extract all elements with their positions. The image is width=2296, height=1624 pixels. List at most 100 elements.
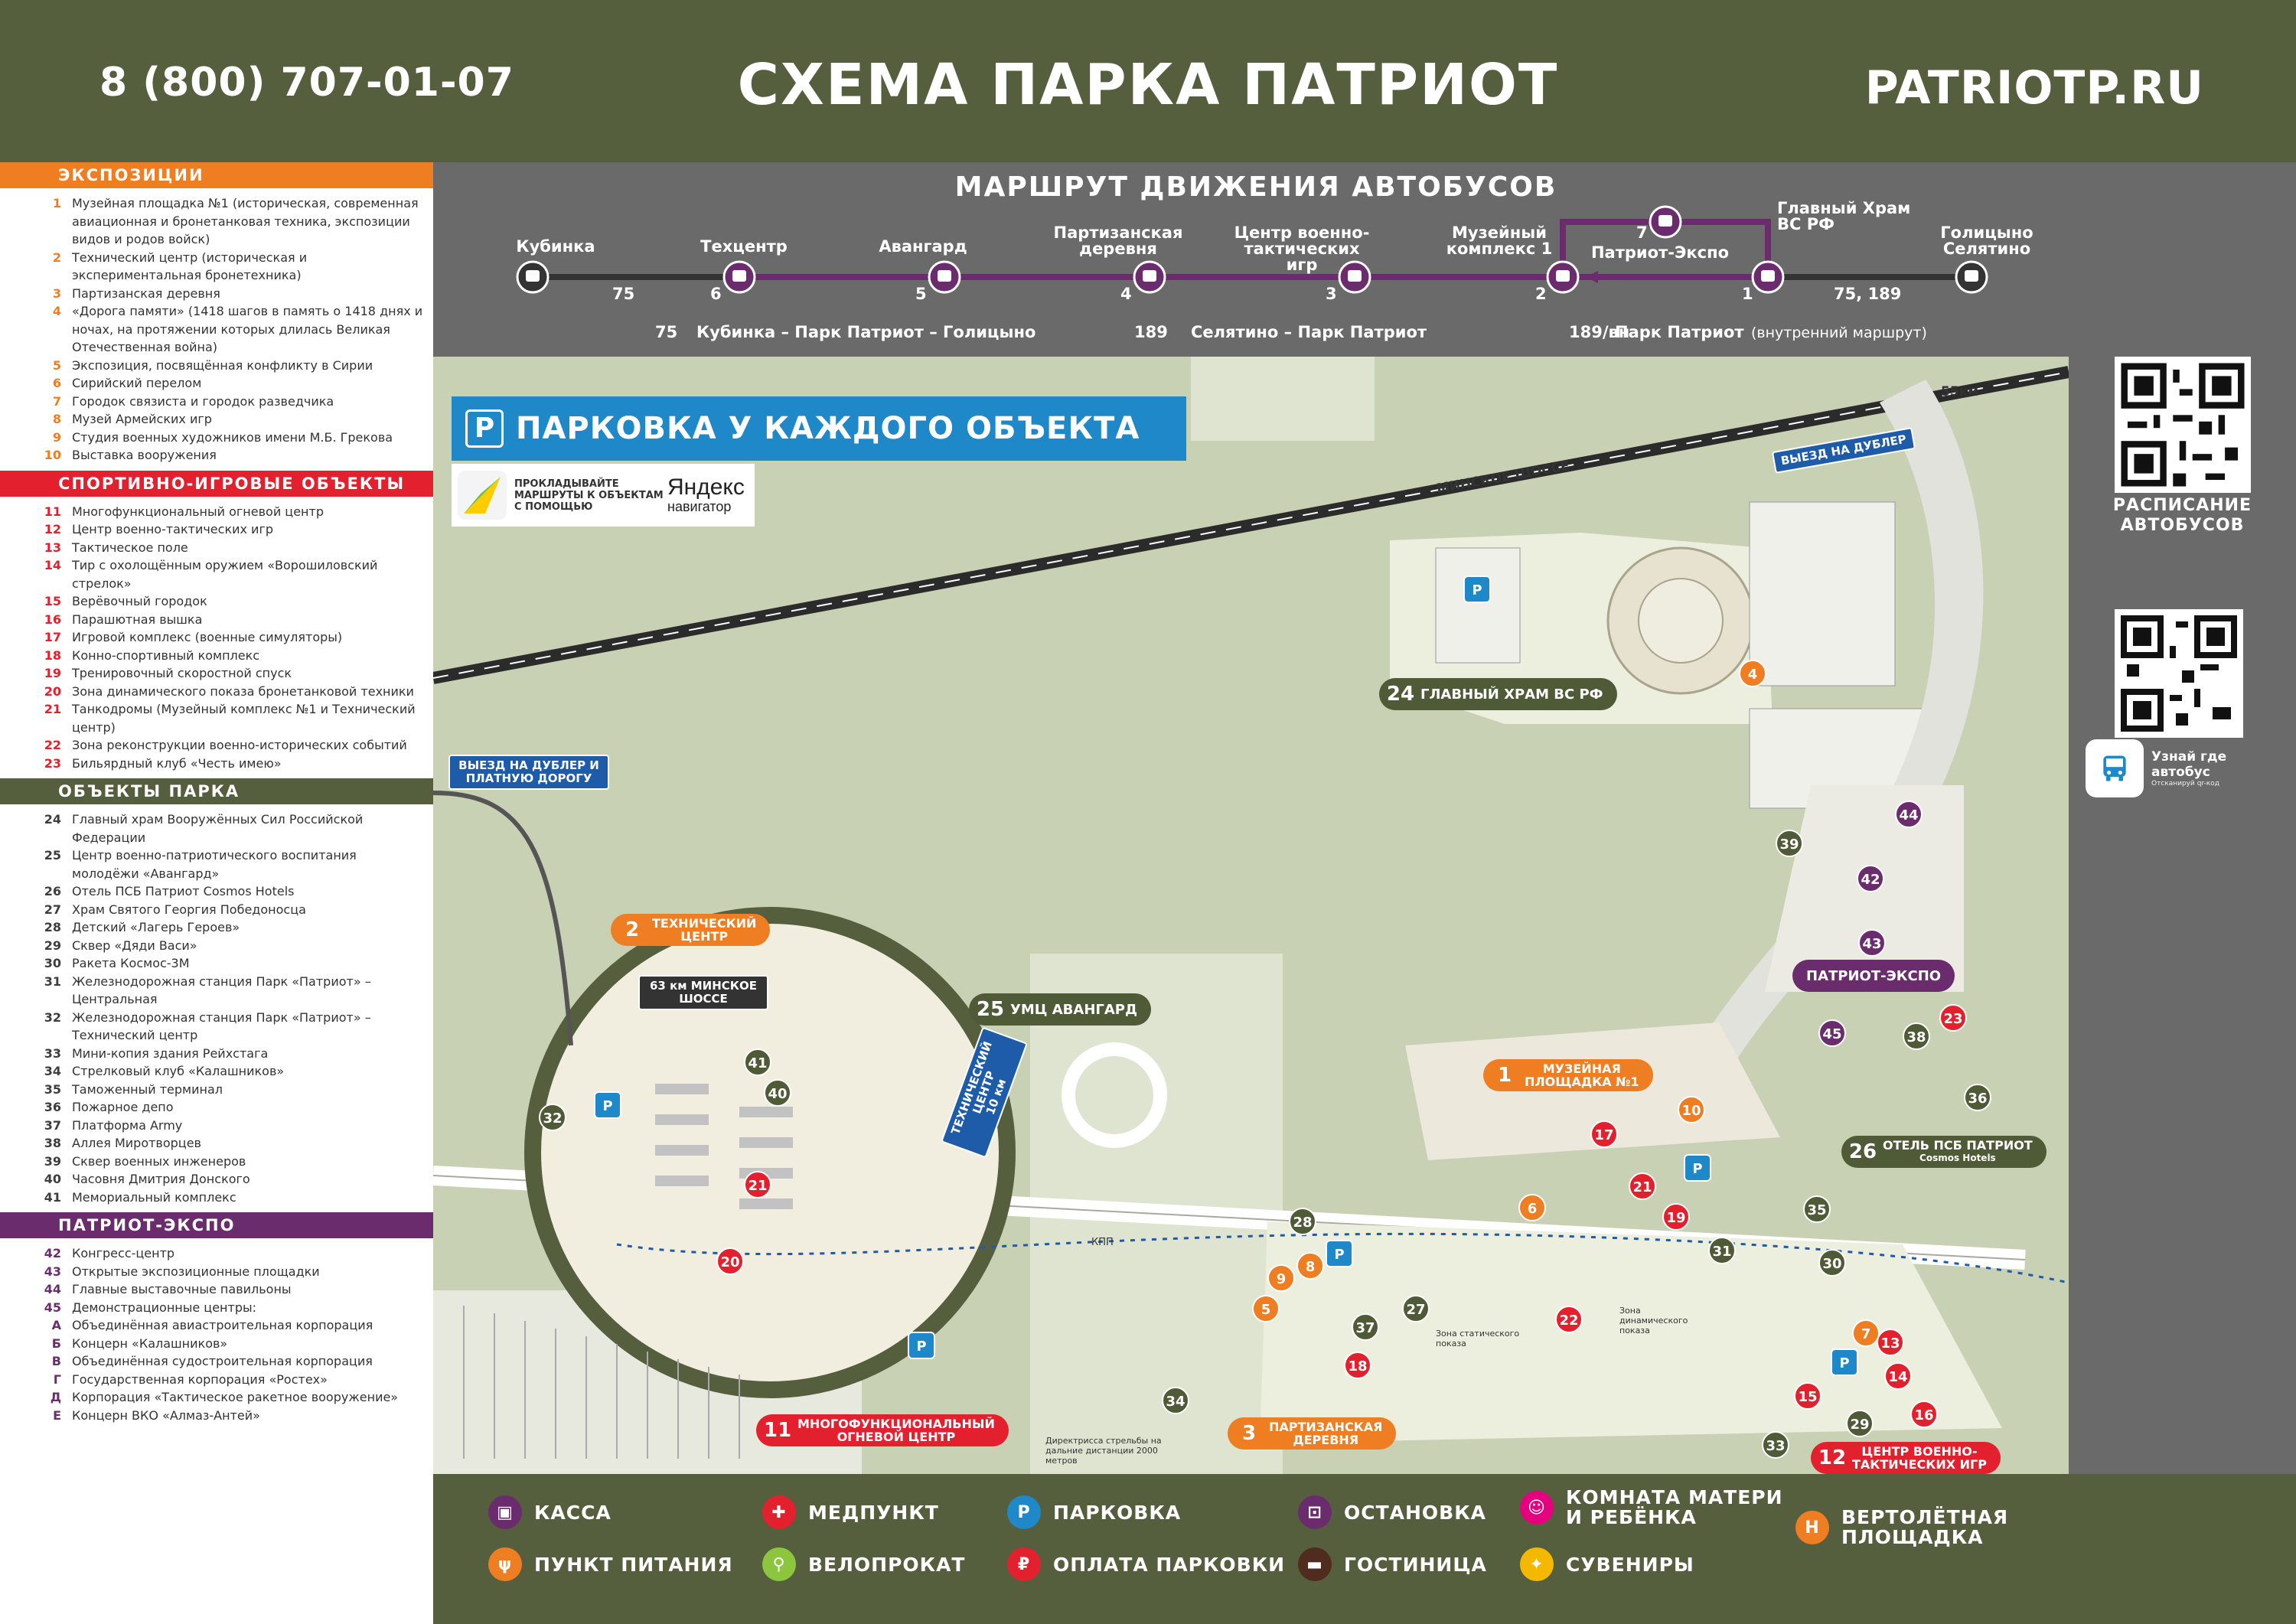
map-pin-28[interactable]: 28 [1289,1208,1316,1235]
map-pin-33[interactable]: 33 [1762,1431,1789,1459]
map-pin-41[interactable]: 41 [744,1048,771,1076]
map-pin-38[interactable]: 38 [1903,1022,1930,1050]
map-pin-39[interactable]: 39 [1776,830,1803,857]
yandex-navigator-promo[interactable]: ПРОКЛАДЫВАЙТЕ МАРШРУТЫ К ОБЪЕКТАМ С ПОМО… [452,464,755,527]
parking-icon[interactable]: P [1326,1240,1353,1267]
map-pin-37[interactable]: 37 [1352,1313,1379,1341]
map-pin-5[interactable]: 5 [1252,1295,1280,1322]
map-pin-27[interactable]: 27 [1402,1295,1430,1322]
map-pin-18[interactable]: 18 [1344,1352,1371,1379]
label-tactical-games[interactable]: 12 ЦЕНТР ВОЕННО-ТАКТИЧЕСКИХ ИГР [1811,1442,2001,1474]
map-pin-35[interactable]: 35 [1803,1195,1831,1223]
parking-icon[interactable]: P [1684,1154,1711,1182]
parking-icon[interactable]: P [1831,1348,1858,1376]
bus-tracker-qr-code[interactable] [2115,609,2243,738]
map-pin-43[interactable]: 43 [1858,929,1886,957]
parking-icon[interactable]: P [908,1332,935,1359]
map-pin-19[interactable]: 19 [1662,1203,1690,1231]
map-pin-45[interactable]: 45 [1818,1019,1846,1047]
parking-icon[interactable]: P [1463,576,1491,603]
map-pin-23[interactable]: 23 [1939,1004,1967,1032]
map-pin-22[interactable]: 22 [1555,1306,1583,1333]
map-pin-9[interactable]: 9 [1267,1264,1295,1292]
label-avangard[interactable]: 25 УМЦ АВАНГАРД [969,993,1152,1026]
map-pin-32[interactable]: 32 [539,1104,566,1131]
map-pin-34[interactable]: 34 [1162,1387,1189,1414]
map-pin-29[interactable]: 29 [1846,1410,1874,1437]
map-pin-17[interactable]: 17 [1590,1120,1618,1148]
map-pin-21b[interactable]: 21 [744,1171,771,1198]
bus-tracker-app[interactable]: Узнай где автобус Отсканируй qr-код [2086,739,2236,797]
label-main-temple[interactable]: 24 ГЛАВНЫЙ ХРАМ ВС РФ [1379,678,1617,710]
map-pin-15[interactable]: 15 [1794,1382,1821,1410]
label-patriot-expo[interactable]: ПАТРИОТ-ЭКСПО [1792,960,1955,992]
map-pin-4[interactable]: 4 [1739,660,1766,687]
map-pin-36[interactable]: 36 [1964,1084,1991,1111]
park-map[interactable]: P ПАРКОВКА У КАЖДОГО ОБЪЕКТА ПРОКЛАДЫВАЙ… [433,357,2069,1474]
map-pin-14[interactable]: 14 [1884,1362,1912,1390]
map-pin-13[interactable]: 13 [1877,1329,1904,1356]
map-pin-40[interactable]: 40 [764,1079,791,1107]
map-pin-20[interactable]: 20 [716,1247,744,1275]
map-pin-31[interactable]: 31 [1708,1237,1736,1264]
map-pin-42[interactable]: 42 [1857,865,1884,892]
phone-number[interactable]: 8 (800) 707-01-07 [99,60,514,106]
map-pin-44[interactable]: 44 [1895,801,1923,828]
schedule-qr-code[interactable] [2115,357,2251,493]
map-pin-21[interactable]: 21 [1629,1172,1656,1200]
map-pin-10[interactable]: 10 [1678,1096,1705,1123]
map-pin-6[interactable]: 6 [1518,1194,1546,1221]
legend-item[interactable]: 4«Дорога памяти» (1418 шагов в память о … [0,302,426,357]
parking-icon[interactable]: P [594,1091,621,1119]
map-pin-7[interactable]: 7 [1852,1319,1880,1347]
map-pin-30[interactable]: 30 [1818,1249,1846,1277]
